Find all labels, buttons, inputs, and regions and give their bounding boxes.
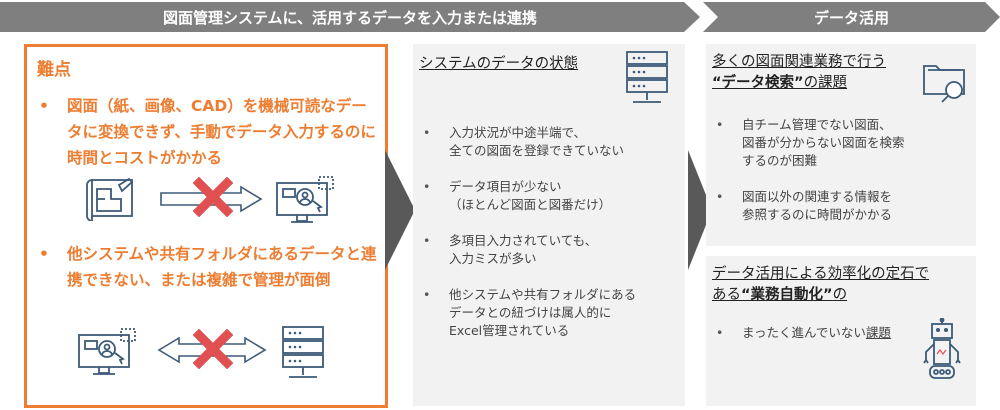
monitor-user-icon bbox=[276, 176, 334, 223]
flow-arrow bbox=[385, 150, 415, 270]
bullet: • bbox=[39, 245, 49, 263]
server-icon bbox=[626, 51, 668, 103]
folder-search-icon bbox=[923, 65, 965, 103]
red-x-icon bbox=[193, 177, 233, 217]
system-state-title: システムのデータの状態 bbox=[419, 56, 579, 72]
difficulty-item-text: 図面（紙、画像、CAD）を機械可読なデータに変換できず、手動でデータ入力するのに… bbox=[67, 97, 376, 167]
header-sub-chevron: データ活用 bbox=[703, 2, 1000, 32]
automation-panel: データ活用による効率化の定石で ある“業務自動化”の • まったく進んでいない課… bbox=[706, 256, 976, 406]
header-main-label: 図面管理システムに、活用するデータを入力または連携 bbox=[162, 8, 538, 27]
difficulty-item-text: 他システムや共有フォルダにあるデータと連携できない、または複雑で管理が面倒 bbox=[67, 245, 377, 289]
search-issue-title: 多くの図面関連業務で行う “データ検索”の課題 bbox=[712, 54, 886, 91]
header-sub-label: データ活用 bbox=[813, 8, 889, 27]
blueprint-icon bbox=[86, 177, 134, 221]
search-issue-panel: 多くの図面関連業務で行う “データ検索”の課題 • 自チーム管理でない図面、 図… bbox=[706, 44, 976, 246]
automation-title: データ活用による効率化の定石で ある“業務自動化”の bbox=[712, 266, 930, 303]
system-state-panel: システムのデータの状態 • 入力状況が中途半端で、 全ての図面を登録できていない… bbox=[413, 44, 685, 406]
robot-icon bbox=[923, 318, 961, 379]
red-x-icon bbox=[193, 329, 233, 369]
bullet: • bbox=[39, 97, 49, 115]
difficulty-item: • 他システムや共有フォルダにあるデータと連携できない、または複雑で管理が面倒 bbox=[39, 241, 377, 297]
server-icon bbox=[282, 326, 324, 378]
difficulty-item: • 図面（紙、画像、CAD）を機械可読なデータに変換できず、手動でデータ入力する… bbox=[39, 93, 376, 173]
difficulty-title: 難点 bbox=[37, 60, 71, 80]
header-main-chevron: 図面管理システムに、活用するデータを入力または連携 bbox=[0, 2, 700, 32]
difficulty-box: 難点 • 図面（紙、画像、CAD）を機械可読なデータに変換できず、手動でデータ入… bbox=[24, 44, 388, 408]
monitor-user-icon bbox=[78, 328, 136, 375]
